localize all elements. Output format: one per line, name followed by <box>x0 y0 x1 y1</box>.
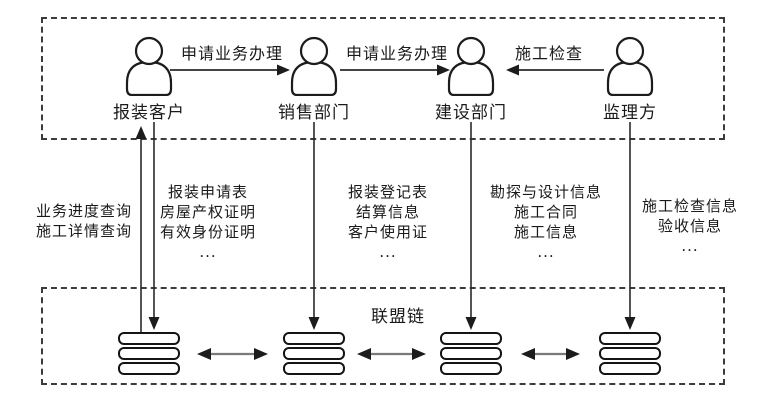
flow-label-apply-1: 申请业务办理 <box>180 44 284 63</box>
doc-line: 有效身份证明 <box>159 223 257 241</box>
doc-ellipsis: ... <box>681 237 699 255</box>
db-disk <box>283 332 345 345</box>
database-icon <box>599 332 661 377</box>
actor-sales-dept: 销售部门 <box>264 36 364 123</box>
actor-label: 报装客户 <box>113 103 185 123</box>
person-icon <box>606 36 654 96</box>
doc-column-construction: 勘探与设计信息 施工合同 施工信息 ... <box>490 182 602 262</box>
actor-label: 销售部门 <box>278 103 350 123</box>
db-disk <box>440 347 502 360</box>
query-line: 施工详情查询 <box>35 222 133 240</box>
flow-label-apply-2: 申请业务办理 <box>345 44 449 63</box>
doc-ellipsis: ... <box>379 243 397 261</box>
db-disk <box>599 347 661 360</box>
database-icon <box>118 332 180 377</box>
db-disk <box>440 332 502 345</box>
actor-supervisor: 监理方 <box>580 36 680 123</box>
doc-column-sales: 报装登记表 结算信息 客户使用证 ... <box>348 182 428 262</box>
db-disk <box>283 362 345 375</box>
database-icon <box>440 332 502 377</box>
query-column: 业务进度查询 施工详情查询 <box>36 201 132 241</box>
actor-customer: 报装客户 <box>99 36 199 123</box>
db-disk <box>599 332 661 345</box>
doc-line: 验收信息 <box>657 217 723 235</box>
doc-line: 报装申请表 <box>167 183 249 201</box>
actor-construction-dept: 建设部门 <box>421 36 521 123</box>
alliance-chain-box <box>41 287 725 385</box>
actor-label: 监理方 <box>603 103 657 123</box>
doc-line: 施工检查信息 <box>641 197 739 215</box>
doc-line: 客户使用证 <box>347 223 429 241</box>
doc-line: 施工合同 <box>513 203 579 221</box>
doc-ellipsis: ... <box>199 243 217 261</box>
person-icon <box>290 36 338 96</box>
db-disk <box>118 347 180 360</box>
db-disk <box>599 362 661 375</box>
db-disk <box>118 362 180 375</box>
actor-label: 建设部门 <box>435 103 507 123</box>
db-disk <box>118 332 180 345</box>
db-disk <box>283 347 345 360</box>
person-icon <box>125 36 173 96</box>
doc-ellipsis: ... <box>537 243 555 261</box>
db-disk <box>440 362 502 375</box>
person-icon <box>447 36 495 96</box>
doc-line: 结算信息 <box>355 203 421 221</box>
flow-label-inspection: 施工检查 <box>514 44 584 63</box>
doc-column-customer: 报装申请表 房屋产权证明 有效身份证明 ... <box>160 182 256 262</box>
alliance-chain-label: 联盟链 <box>371 307 425 327</box>
doc-line: 房屋产权证明 <box>159 203 257 221</box>
database-icon <box>283 332 345 377</box>
doc-column-supervisor: 施工检查信息 验收信息 ... <box>642 196 738 256</box>
doc-line: 报装登记表 <box>347 183 429 201</box>
doc-line: 施工信息 <box>513 223 579 241</box>
participants-box <box>41 17 725 140</box>
doc-line: 勘探与设计信息 <box>489 183 603 201</box>
query-line: 业务进度查询 <box>35 202 133 220</box>
